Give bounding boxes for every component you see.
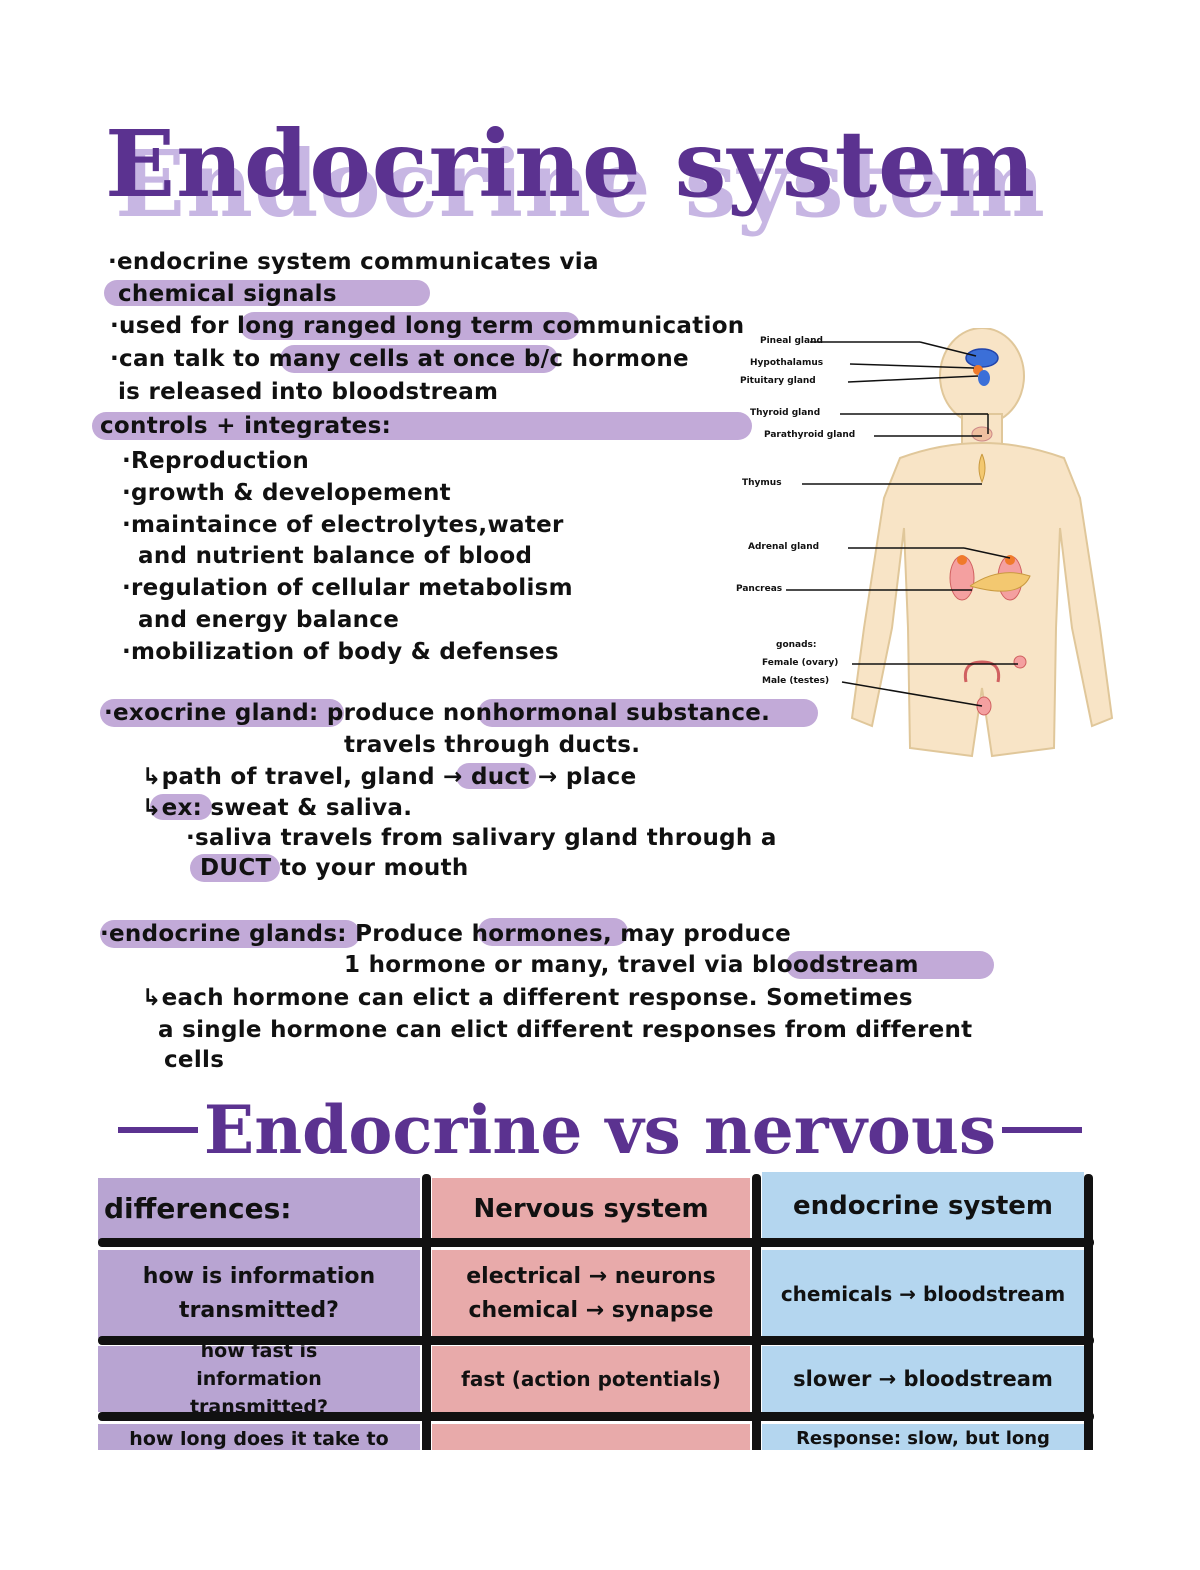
note-line-1: ·endocrine system communicates via [108, 249, 599, 275]
table-row-3-endocrine: Response: slow, but long [762, 1424, 1084, 1450]
table-row-1-nervous: electrical → neurons chemical → synapse [432, 1250, 750, 1338]
header-label: Nervous system [473, 1194, 709, 1224]
table-row-2-nervous: fast (action potentials) [432, 1346, 750, 1412]
table-header-differences: differences: [98, 1178, 420, 1240]
note-line-19: DUCT to your mouth [200, 855, 469, 881]
page-title: Endocrine system Endocrine system [105, 110, 1105, 238]
note-line-14: ·exocrine gland: produce nonhormonal sub… [104, 700, 771, 726]
row-question: how is information transmitted? [142, 1264, 376, 1323]
highlight-chemical-signals [104, 280, 430, 306]
note-line-2: chemical signals [118, 281, 337, 307]
note-line-23: a single hormone can elict different res… [158, 1017, 973, 1043]
table-rule-2 [98, 1336, 1094, 1345]
section-title: Endocrine vs nervous [100, 1090, 1100, 1170]
table-rule-3 [98, 1412, 1094, 1421]
label-pancreas: Pancreas [736, 584, 783, 594]
table-header-endocrine: endocrine system [762, 1172, 1084, 1240]
row-nervous: electrical → neurons chemical → synapse [466, 1264, 716, 1323]
page-title-text: Endocrine system [105, 110, 1037, 218]
label-gonads: gonads: [776, 640, 817, 650]
row-nervous: fast (action potentials) [461, 1367, 721, 1391]
highlight-nonhormonal [478, 699, 818, 727]
table-header-nervous: Nervous system [432, 1178, 750, 1240]
note-line-6: controls + integrates: [100, 413, 392, 439]
label-pituitary: Pituitary gland [740, 376, 816, 386]
note-line-7: ·Reproduction [122, 448, 310, 474]
section-title-text: Endocrine vs nervous [203, 1091, 997, 1169]
label-parathyroid: Parathyroid gland [764, 430, 856, 440]
label-thymus: Thymus [742, 478, 782, 488]
header-label: endocrine system [792, 1191, 1053, 1221]
row-endocrine: chemicals → bloodstream [780, 1282, 1066, 1306]
row-endocrine: Response: slow, but long [796, 1428, 1050, 1449]
note-line-16: ↳path of travel, gland → duct → place [142, 764, 637, 790]
label-male: Male (testes) [762, 676, 830, 686]
highlight-bloodstream [786, 951, 994, 979]
row-endocrine: slower → bloodstream [793, 1367, 1053, 1391]
note-line-8: ·growth & developement [122, 480, 451, 506]
note-line-24: cells [164, 1047, 225, 1073]
highlight-ex [150, 794, 212, 820]
body-illustration [786, 327, 1114, 758]
table-row-3-question: how long does it take to [98, 1424, 420, 1450]
note-line-4: ·can talk to many cells at once b/c horm… [110, 346, 689, 372]
table-row-1-question: how is information transmitted? [98, 1250, 420, 1338]
highlight-exocrine [100, 699, 344, 727]
label-thyroid: Thyroid gland [750, 408, 821, 418]
highlight-hormones [478, 918, 628, 946]
note-line-15: travels through ducts. [344, 732, 641, 758]
highlight-long-ranged [240, 312, 580, 340]
note-line-11: ·regulation of cellular metabolism [122, 575, 573, 601]
highlight-controls [92, 412, 752, 440]
highlight-endocrine-glands [100, 920, 360, 948]
row-question: how fast is information transmitted? [189, 1340, 329, 1418]
label-pineal: Pineal gland [760, 336, 823, 346]
table-rule-1 [98, 1238, 1094, 1247]
highlight-duct-arrow [456, 763, 536, 789]
table-divider-2 [752, 1174, 761, 1450]
note-line-10: and nutrient balance of blood [138, 543, 533, 569]
note-line-9: ·maintaince of electrolytes,water [122, 512, 564, 538]
label-hypothalamus: Hypothalamus [750, 358, 824, 368]
table-row-2-endocrine: slower → bloodstream [762, 1346, 1084, 1412]
table-divider-1 [422, 1174, 431, 1450]
highlight-many-cells [280, 345, 558, 373]
note-line-21: 1 hormone or many, travel via bloodstrea… [344, 952, 919, 978]
table-row-1-endocrine: chemicals → bloodstream [762, 1250, 1084, 1338]
label-female: Female (ovary) [762, 658, 839, 668]
table-row-3-nervous [432, 1424, 750, 1450]
note-line-17: ↳ex: sweat & saliva. [142, 795, 413, 821]
note-line-18: ·saliva travels from salivary gland thro… [186, 825, 777, 851]
endocrine-diagram: Pineal gland Hypothalamus Pituitary glan… [720, 327, 1120, 768]
row-question: how long does it take to [129, 1428, 389, 1450]
header-label: differences: [104, 1192, 292, 1225]
note-line-20: ·endocrine glands: Produce hormones, may… [100, 921, 792, 947]
note-line-13: ·mobilization of body & defenses [122, 639, 559, 665]
title-dash-left [117, 1127, 198, 1133]
highlight-duct [190, 854, 280, 882]
page-title-shadow: Endocrine system [115, 130, 1047, 238]
title-dash-right [1002, 1127, 1083, 1133]
table-divider-3 [1084, 1174, 1093, 1450]
table-row-2-question: how fast is information transmitted? [98, 1340, 420, 1418]
label-adrenal: Adrenal gland [748, 542, 820, 552]
comparison-table: differences: Nervous system endocrine sy… [98, 1172, 1096, 1450]
note-line-5: is released into bloodstream [118, 379, 499, 405]
note-line-22: ↳each hormone can elict a different resp… [142, 985, 913, 1011]
note-line-12: and energy balance [138, 607, 400, 633]
note-line-3: ·used for long ranged long term communic… [110, 313, 745, 339]
